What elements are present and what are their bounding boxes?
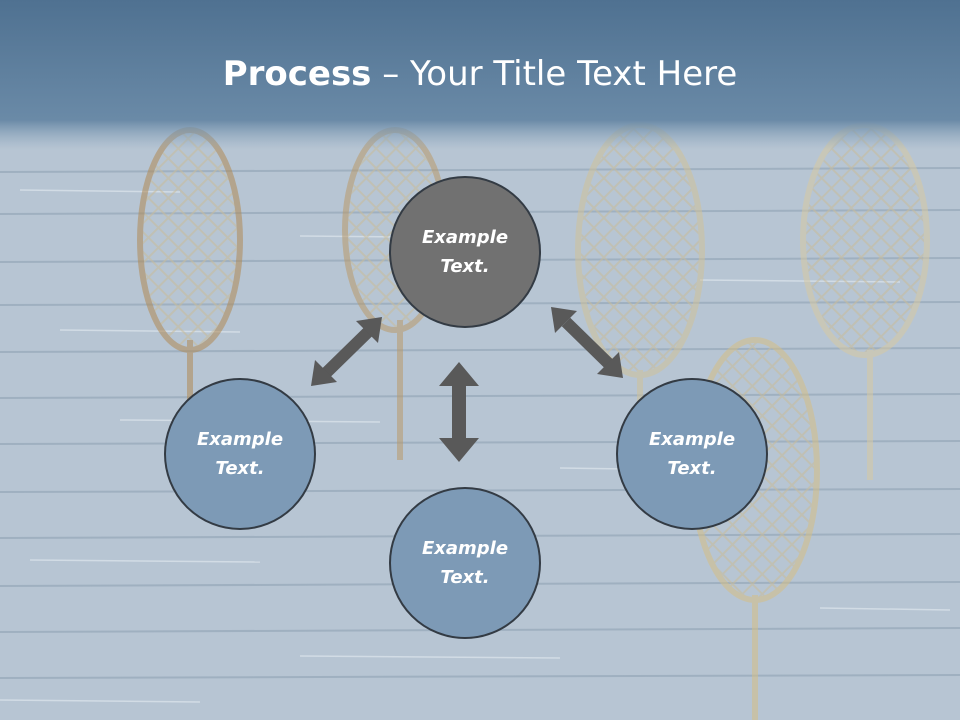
node-bottom[interactable]: Example Text.	[389, 487, 541, 639]
node-right[interactable]: Example Text.	[616, 378, 768, 530]
node-bottom-line1: Example	[421, 538, 509, 559]
node-left[interactable]: Example Text.	[164, 378, 316, 530]
node-left-line2: Text.	[215, 458, 265, 479]
node-top-line2: Text.	[440, 256, 490, 277]
title-rest: – Your Title Text Here	[371, 54, 738, 94]
node-right-line2: Text.	[667, 458, 717, 479]
node-top[interactable]: Example Text.	[389, 176, 541, 328]
title-bold: Process	[222, 54, 372, 94]
node-top-line1: Example	[421, 227, 509, 248]
node-left-line1: Example	[196, 429, 284, 450]
arrow-top-right	[551, 307, 623, 378]
node-right-line1: Example	[648, 429, 736, 450]
node-bottom-line2: Text.	[440, 567, 490, 588]
slide-title: Process – Your Title Text Here	[0, 54, 960, 94]
arrow-vertical	[439, 362, 479, 462]
arrow-top-left	[311, 317, 382, 386]
